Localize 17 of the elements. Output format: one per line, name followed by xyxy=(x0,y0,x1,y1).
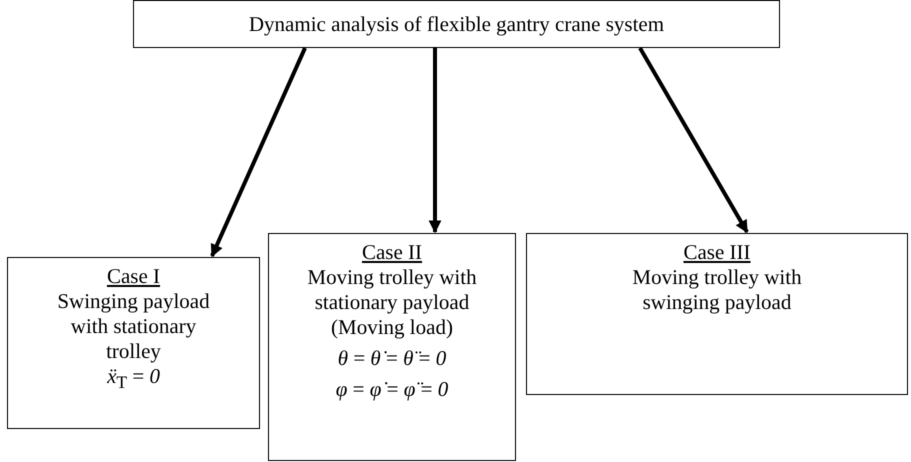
case-heading: Case II xyxy=(362,240,422,265)
node-text: Moving trolley with stationary payload xyxy=(306,265,478,315)
node-text: (Moving load) xyxy=(331,315,453,340)
text-box xyxy=(526,233,908,395)
arrow xyxy=(638,47,749,234)
node-text: θ = θ̇ = θ̈ = 0 xyxy=(338,346,446,371)
node-text: Moving trolley with swinging payload xyxy=(631,265,803,315)
arrow xyxy=(210,47,307,258)
text-box xyxy=(268,233,516,461)
node-text: Dynamic analysis of flexible gantry crane system xyxy=(248,12,664,36)
node-text: φ = φ̇ = φ̈ = 0 xyxy=(336,377,448,402)
text-box xyxy=(133,0,780,48)
case-heading: Case I xyxy=(106,264,160,289)
node-text: ẍ$_{T}$ = 0 xyxy=(107,364,160,394)
case-heading: Case III xyxy=(683,240,751,265)
text-box xyxy=(7,257,260,429)
arrow xyxy=(428,48,442,234)
